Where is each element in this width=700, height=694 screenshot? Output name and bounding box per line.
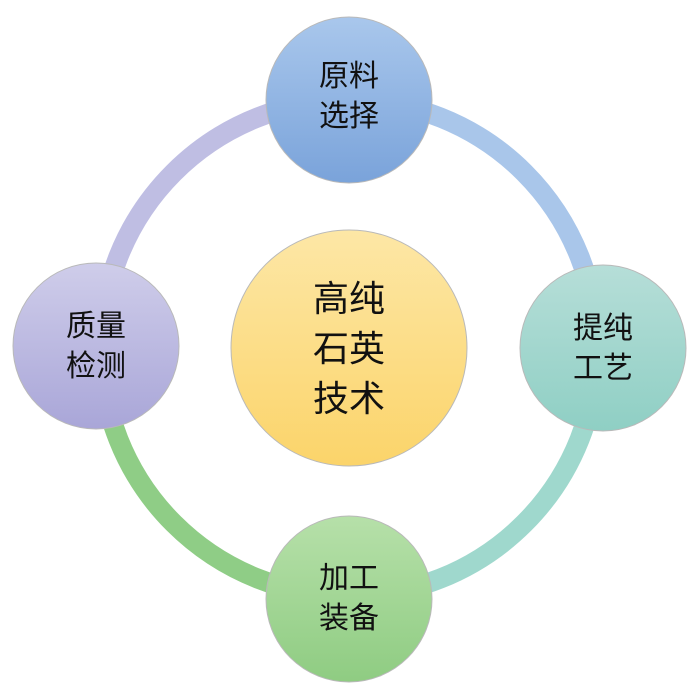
node-top-label-line-1: 原料 — [319, 59, 379, 94]
node-left-label-line-2: 检测 — [66, 349, 126, 384]
center-label-line-2: 石英 — [313, 329, 385, 370]
node-left-label-line-1: 质量 — [66, 309, 126, 344]
center-node: 高纯 石英 技术 — [230, 229, 468, 467]
node-right: 提纯 工艺 — [519, 264, 687, 432]
node-bottom-label-line-1: 加工 — [319, 561, 379, 596]
center-label-line-3: 技术 — [313, 379, 385, 420]
node-right-label-line-2: 工艺 — [573, 351, 633, 386]
node-top-label-line-2: 选择 — [319, 99, 379, 134]
center-label-line-1: 高纯 — [313, 279, 385, 320]
node-bottom: 加工 装备 — [265, 515, 433, 683]
node-top: 原料 选择 — [265, 16, 433, 184]
node-bottom-label-line-2: 装备 — [319, 601, 379, 636]
node-left: 质量 检测 — [12, 262, 180, 430]
node-right-label-line-1: 提纯 — [573, 311, 633, 346]
